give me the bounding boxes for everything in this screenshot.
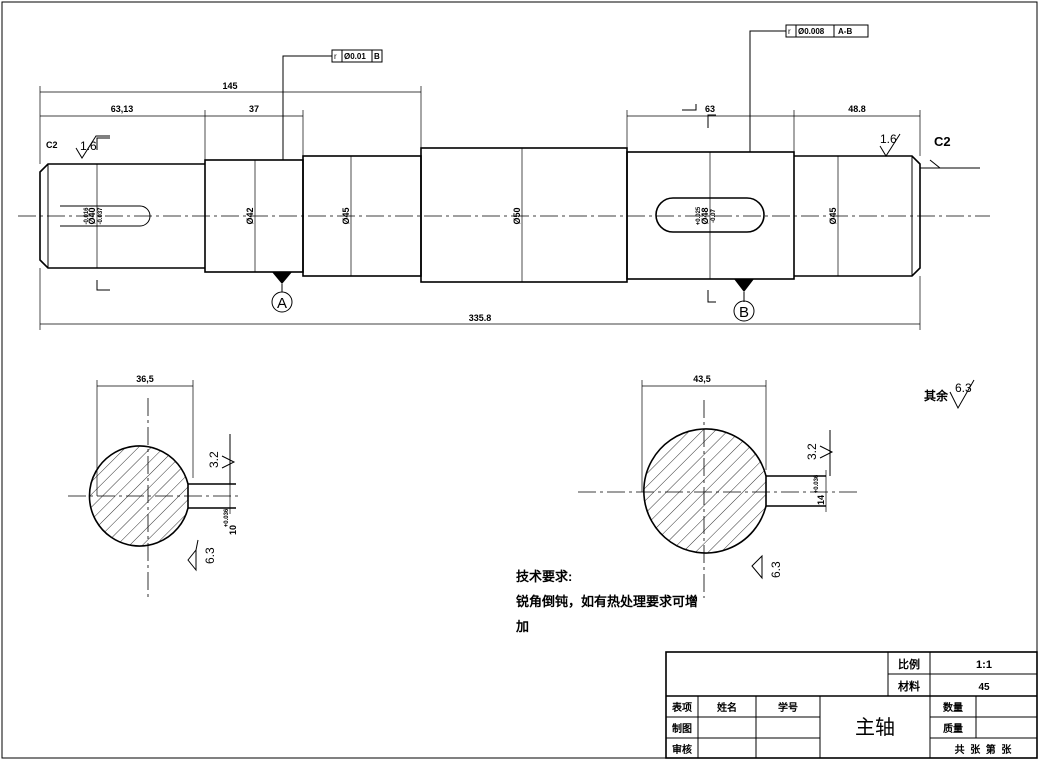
tb-row-draw: 制图 xyxy=(672,722,692,735)
section-right-hatch xyxy=(643,428,767,554)
dim-63: 63 xyxy=(705,104,715,114)
notes-line2: 加 xyxy=(515,619,529,634)
diameter-dimensions: Ø40 -0.016 -0.037 Ø42 Ø45 Ø50 Ø48 +0.025… xyxy=(84,148,839,282)
chamfer-right: C2 xyxy=(934,134,951,149)
tb-col-item: 表项 xyxy=(671,701,692,714)
svg-text:Ø0.008: Ø0.008 xyxy=(798,27,825,36)
tolerance-frame-right: r Ø0.008 A-B xyxy=(749,24,869,152)
technical-notes: 技术要求: 锐角倒钝，如有热处理要求可增 加 xyxy=(515,569,698,634)
dia42-label: Ø42 xyxy=(245,207,255,224)
chamfer-left: C2 xyxy=(46,140,58,150)
datum-b: B xyxy=(733,279,755,322)
length-dimensions: 145 63,13 37 63 48.8 335.8 xyxy=(39,81,921,330)
tb-row-review: 审核 xyxy=(672,743,692,756)
section-view-right: 43,5 14 +0.036 3.2 6.3 xyxy=(578,374,860,598)
tb-material-value: 45 xyxy=(978,682,990,693)
tolerance-frame-left: r Ø0.01 B xyxy=(282,49,383,160)
tb-material-label: 材料 xyxy=(898,679,920,693)
dim-overall: 335.8 xyxy=(469,313,492,323)
shaft-section-d48 xyxy=(626,151,795,280)
shaft-left-journal xyxy=(39,163,205,269)
svg-text:6.3: 6.3 xyxy=(955,381,972,395)
svg-text:3.2: 3.2 xyxy=(805,443,819,460)
tb-part-name: 主轴 xyxy=(855,716,895,739)
dia45-right-label: Ø45 xyxy=(828,207,838,224)
svg-text:B: B xyxy=(374,52,380,61)
svg-text:B: B xyxy=(739,304,749,321)
svg-text:6.3: 6.3 xyxy=(203,547,217,564)
tb-scale-label: 比例 xyxy=(898,657,920,671)
notes-title: 技术要求: xyxy=(516,569,572,584)
dia50-label: Ø50 xyxy=(512,207,522,224)
left-keyway xyxy=(60,205,151,227)
svg-text:1.6: 1.6 xyxy=(880,132,897,146)
svg-text:r: r xyxy=(788,27,791,36)
dia48-tol-lower: -0.07 xyxy=(711,209,717,223)
dia40-tol-upper: -0.016 xyxy=(84,207,90,225)
dim-63-13: 63,13 xyxy=(111,104,134,114)
dim-37: 37 xyxy=(249,104,259,114)
dia40-label: Ø40 xyxy=(87,207,97,224)
title-block: 比例 1:1 材料 45 表项 姓名 学号 制图 审核 主轴 数量 质量 共 张… xyxy=(665,651,1038,759)
dia48-tol-upper: +0.025 xyxy=(696,206,702,225)
roughness-rest: 其余 6.3 xyxy=(924,379,975,410)
svg-text:3.2: 3.2 xyxy=(207,451,221,468)
datum-a: A xyxy=(271,272,293,313)
svg-text:A-B: A-B xyxy=(838,27,852,36)
dim-145: 145 xyxy=(222,81,237,91)
roughness-right-end: 1.6 xyxy=(879,132,901,157)
sec-left-depth: 36,5 xyxy=(136,374,154,384)
shaft-collar-d50 xyxy=(420,147,628,283)
tb-col-name: 姓名 xyxy=(716,701,737,714)
svg-text:6.3: 6.3 xyxy=(769,561,783,578)
notes-line1: 锐角倒钝，如有热处理要求可增 xyxy=(516,594,698,609)
roughness-left-end: 1.6 xyxy=(75,135,110,159)
shaft-main-view xyxy=(18,104,990,303)
sec-right-width-tol: +0.036 xyxy=(814,474,820,493)
tb-col-id: 学号 xyxy=(778,701,798,714)
dia40-tol-lower: -0.037 xyxy=(98,207,104,225)
shaft-section-d45-right xyxy=(794,155,921,277)
dia45-left-label: Ø45 xyxy=(341,207,351,224)
svg-text:1.6: 1.6 xyxy=(80,139,97,153)
sec-right-depth: 43,5 xyxy=(693,374,711,384)
svg-text:其余: 其余 xyxy=(924,388,949,403)
tb-mass-label: 质量 xyxy=(943,722,963,735)
section-view-left: 36,5 10 +0.036 3.2 6.3 xyxy=(68,374,238,598)
tb-sheets: 共 张 第 张 xyxy=(955,743,1013,756)
sec-left-width-tol: +0.036 xyxy=(224,508,230,527)
svg-text:A: A xyxy=(277,295,287,312)
svg-text:r: r xyxy=(334,52,337,61)
sec-left-width: 10 xyxy=(228,525,238,535)
dim-48-8: 48.8 xyxy=(848,104,866,114)
svg-text:Ø0.01: Ø0.01 xyxy=(344,52,366,61)
tb-scale-value: 1:1 xyxy=(976,659,992,671)
sec-right-width: 14 xyxy=(816,495,826,505)
tb-qty-label: 数量 xyxy=(943,701,963,714)
dia48-label: Ø48 xyxy=(700,207,710,224)
